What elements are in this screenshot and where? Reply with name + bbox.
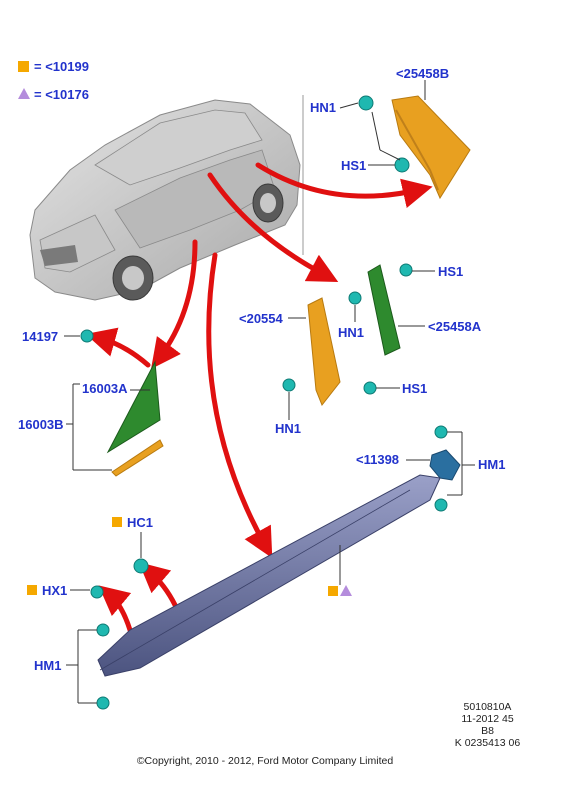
clip-icon — [90, 585, 104, 599]
leader-lines-left — [66, 383, 150, 471]
leader-lines-hm1-left — [66, 629, 97, 704]
clip-icon — [282, 263, 413, 395]
callout-hm1-right: HM1 — [478, 457, 505, 472]
ref-line-4: K 0235413 06 — [454, 737, 521, 749]
callout-hn1-lower: HN1 — [275, 421, 301, 436]
car-illustration — [29, 99, 301, 301]
callout-hc1: HC1 — [127, 515, 153, 530]
part-25458b — [391, 95, 471, 200]
ref-line-2: 11-2012 45 — [461, 713, 514, 725]
part-16003a — [106, 360, 161, 454]
leader-lines-right-bottom — [406, 431, 475, 496]
clip-icon — [133, 558, 149, 574]
part-25458a — [367, 264, 401, 356]
callout-hs1-top: HS1 — [341, 158, 366, 173]
callout-hn1-top: HN1 — [310, 100, 336, 115]
callout-hs1-mid-bottom: HS1 — [402, 381, 427, 396]
callout-14197: 14197 — [22, 329, 58, 344]
callout-hx1: HX1 — [42, 583, 67, 598]
purple-triangle-icon — [340, 585, 352, 596]
leader-lines-top — [339, 80, 426, 166]
sill-panel — [97, 474, 441, 677]
callout-11398: <11398 — [356, 452, 399, 467]
callout-25458b: <25458B — [396, 66, 449, 81]
callout-hm1-left: HM1 — [34, 658, 61, 673]
leader-lines-mid — [288, 270, 435, 420]
part-16003b — [111, 439, 164, 477]
legend-orange-label: = <10199 — [34, 59, 89, 74]
ref-block: 5010810A 11-2012 45 B8 K 0235413 06 — [440, 701, 535, 749]
copyright-text: ©Copyright, 2010 - 2012, Ford Motor Comp… — [136, 755, 394, 767]
callout-25458a: <25458A — [428, 319, 482, 334]
callout-hs1-mid-top: HS1 — [438, 264, 463, 279]
legend-purple-label: = <10176 — [34, 87, 89, 102]
callout-20554: <20554 — [239, 311, 284, 326]
clip-icon — [434, 425, 448, 512]
orange-square-icon — [328, 586, 338, 596]
ref-line-1: 5010810A — [463, 701, 512, 713]
callout-hn1-mid: HN1 — [338, 325, 364, 340]
part-20554 — [307, 297, 341, 406]
clip-icon — [96, 696, 110, 710]
arrows — [85, 162, 433, 633]
part-11398 — [429, 449, 461, 481]
callout-16003a: 16003A — [82, 381, 128, 396]
clip-icon — [358, 95, 410, 173]
clip-icon — [80, 329, 94, 343]
ref-line-3: B8 — [481, 725, 494, 737]
clip-icon — [96, 623, 110, 637]
orange-square-icon — [18, 61, 29, 72]
orange-square-icon — [27, 585, 37, 595]
orange-square-icon — [112, 517, 122, 527]
purple-triangle-icon — [18, 88, 30, 99]
callout-16003b: 16003B — [18, 417, 64, 432]
